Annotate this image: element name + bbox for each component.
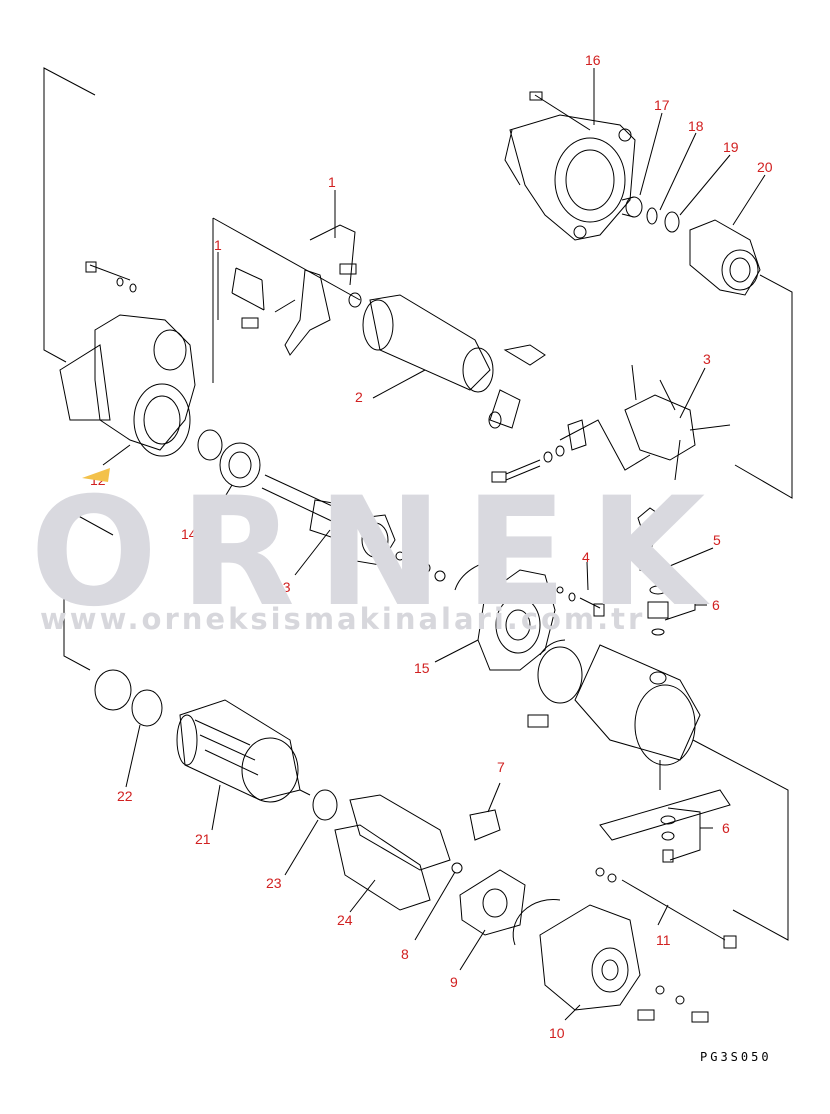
pinion-clutch xyxy=(689,219,761,296)
callout-6: 6 xyxy=(722,820,730,836)
guide-line xyxy=(43,67,96,363)
guide-line xyxy=(212,217,361,301)
shift-lever xyxy=(231,263,357,356)
bearing xyxy=(197,429,261,488)
rear-bearing xyxy=(312,789,338,821)
callout-17: 17 xyxy=(654,97,670,113)
guide-line xyxy=(734,274,793,499)
callout-22: 22 xyxy=(117,788,133,804)
callout-20: 20 xyxy=(757,159,773,175)
guide-line xyxy=(559,419,651,471)
drive-housing xyxy=(504,91,636,241)
drawing-code: PG3S050 xyxy=(700,1050,772,1064)
callout-4: 4 xyxy=(582,549,590,565)
center-bracket xyxy=(454,559,556,671)
pinion-shaft xyxy=(261,474,446,582)
terminal-hardware xyxy=(556,507,669,636)
callout-14: 14 xyxy=(181,526,197,542)
marker-triangle xyxy=(82,468,110,482)
solenoid xyxy=(348,292,546,429)
callout-21: 21 xyxy=(195,831,211,847)
callout-16: 16 xyxy=(585,52,601,68)
bushing-washers xyxy=(621,196,680,233)
guide-line xyxy=(692,739,789,941)
callout-5: 5 xyxy=(713,532,721,548)
callout-2: 2 xyxy=(355,389,363,405)
callout-10: 10 xyxy=(549,1025,565,1041)
callout-3: 3 xyxy=(703,351,711,367)
callout-1: 1 xyxy=(328,174,336,190)
callout-24: 24 xyxy=(337,912,353,928)
bolt xyxy=(491,419,587,483)
callout-13: 13 xyxy=(275,579,291,595)
terminal-assembly xyxy=(624,364,731,481)
callout-1: 1 xyxy=(214,237,222,253)
guide-line xyxy=(63,507,114,671)
callout-18: 18 xyxy=(688,118,704,134)
lever-housing xyxy=(59,261,196,457)
rear-cover xyxy=(512,867,737,1023)
callout-15: 15 xyxy=(414,660,430,676)
callout-6: 6 xyxy=(712,597,720,613)
brush-holder xyxy=(451,809,526,936)
callout-19: 19 xyxy=(723,139,739,155)
armature xyxy=(94,669,311,803)
callout-11: 11 xyxy=(656,932,671,948)
callout-7: 7 xyxy=(497,759,505,775)
callout-9: 9 xyxy=(450,974,458,990)
callout-8: 8 xyxy=(401,946,409,962)
guide-line xyxy=(309,224,356,286)
yoke xyxy=(527,639,731,863)
brush-assembly xyxy=(334,794,451,911)
callout-23: 23 xyxy=(266,875,282,891)
